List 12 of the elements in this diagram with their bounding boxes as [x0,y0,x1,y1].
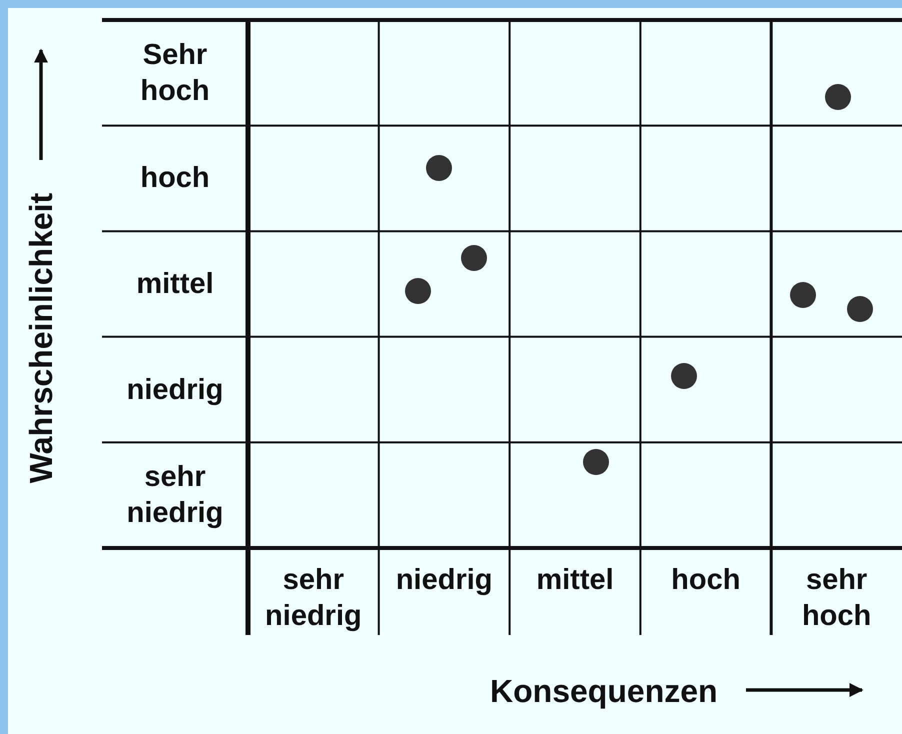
axis-tick-label: Sehr hoch [139,38,211,109]
axis-title: Konsequenzen [490,673,718,709]
axis-title: Wahrscheinlichkeit [23,192,59,486]
axis-tick-label: mittel [135,267,215,302]
axis-tick-label: hoch [670,563,742,598]
axis-tick-label: niedrig [126,372,224,408]
axis-tick-label: niedrig [394,563,494,598]
axis-tick-label: sehr niedrig [264,563,363,634]
axis-tick-label: hoch [139,161,211,196]
axis-tick-label: sehr hoch [800,563,872,634]
axis-tick-label: sehr niedrig [126,460,224,532]
axis-tick-label: mittel [535,563,615,598]
